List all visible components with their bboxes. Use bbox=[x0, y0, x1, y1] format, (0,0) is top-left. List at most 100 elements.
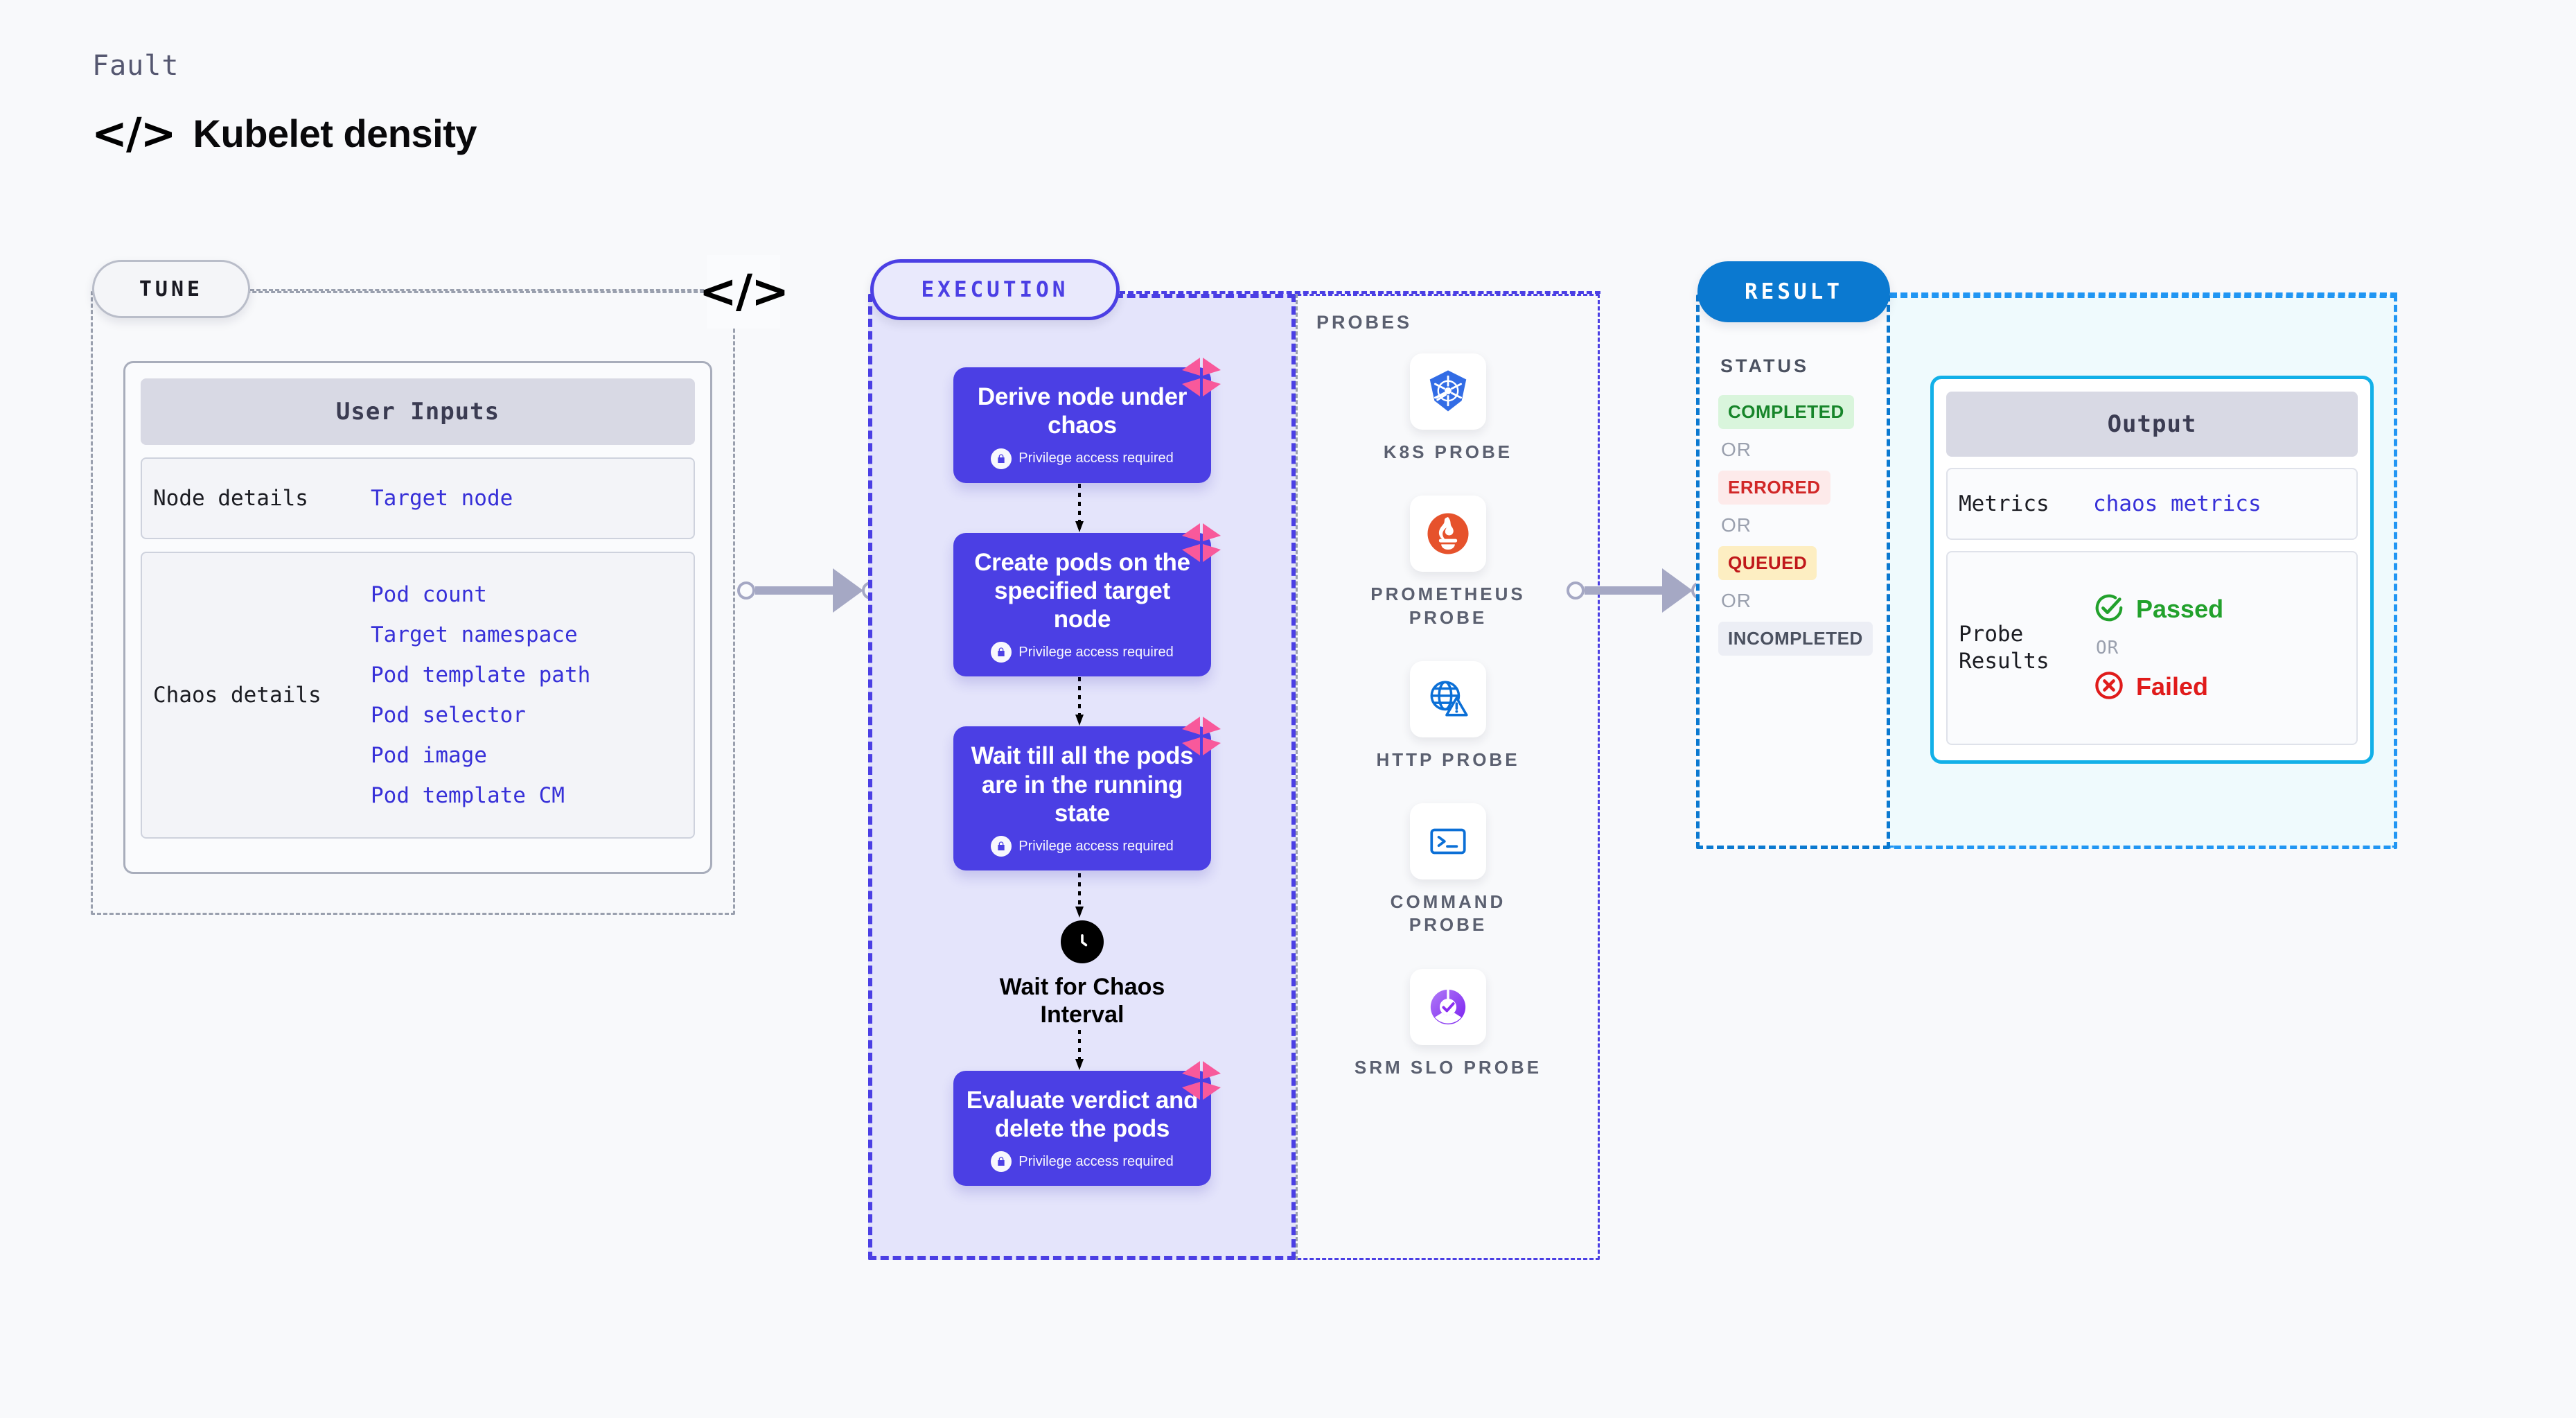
lock-icon bbox=[991, 1151, 1012, 1173]
tune-badge[interactable]: TUNE bbox=[92, 260, 250, 318]
step-box-wait-running[interactable]: Wait till all the pods are in the runnin… bbox=[953, 726, 1211, 871]
output-probe-results-key: Probe Results bbox=[1959, 622, 2049, 674]
x-circle-icon bbox=[2093, 669, 2125, 704]
probe-label: PROMETHEUS PROBE bbox=[1370, 584, 1526, 628]
probe-item-command[interactable]: COMMAND PROBE bbox=[1351, 803, 1545, 937]
chaos-details-values: Pod count Target namespace Pod template … bbox=[371, 582, 590, 808]
wait-for-chaos-node: Wait for Chaos Interval bbox=[951, 920, 1214, 1029]
output-probe-results-row: Probe Results Passed OR bbox=[1946, 551, 2358, 745]
status-badge-errored: ERRORED bbox=[1718, 471, 1830, 505]
status-title: STATUS bbox=[1720, 356, 1809, 376]
output-card: Output Metrics chaos metrics Probe Resul… bbox=[1930, 376, 2374, 764]
lock-icon bbox=[991, 448, 1012, 469]
step-box-create-pods[interactable]: Create pods on the specified target node… bbox=[953, 532, 1211, 677]
code-icon: </> bbox=[91, 107, 177, 159]
verdict-failed: Failed bbox=[2093, 669, 2208, 704]
user-inputs-title: User Inputs bbox=[141, 378, 695, 445]
verdict-or-label: OR bbox=[2096, 638, 2119, 658]
code-icon-separator: </> bbox=[698, 265, 790, 318]
result-badge[interactable]: RESULT bbox=[1697, 261, 1890, 322]
verdict-passed-label: Passed bbox=[2136, 595, 2224, 623]
connector-start-dot bbox=[737, 581, 755, 599]
tune-value-pod-template-path[interactable]: Pod template path bbox=[371, 663, 591, 688]
step-privilege-note: Privilege access required bbox=[966, 1151, 1199, 1173]
connector-bar bbox=[755, 586, 833, 595]
chaos-badge-icon bbox=[1179, 355, 1224, 399]
srm-slo-icon bbox=[1410, 968, 1486, 1045]
kubernetes-icon bbox=[1410, 353, 1486, 430]
status-or-label: OR bbox=[1721, 590, 1752, 611]
execution-badge[interactable]: EXECUTION bbox=[870, 259, 1120, 320]
tune-value-target-namespace[interactable]: Target namespace bbox=[371, 622, 578, 647]
step-connector-arrow bbox=[951, 676, 1208, 726]
execution-leader-line bbox=[1120, 291, 1600, 294]
clock-icon bbox=[1061, 920, 1104, 964]
chaos-badge-icon bbox=[1179, 1058, 1224, 1103]
check-circle-icon bbox=[2093, 592, 2125, 627]
step-label: Derive node under chaos bbox=[977, 383, 1188, 439]
probes-list: K8S PROBE PROMETHEUS PROBE bbox=[1297, 353, 1599, 1079]
tune-value-pod-selector[interactable]: Pod selector bbox=[371, 703, 526, 728]
probe-label: COMMAND PROBE bbox=[1390, 891, 1506, 936]
terminal-icon bbox=[1410, 803, 1486, 880]
chaos-details-row: Chaos details Pod count Target namespace… bbox=[141, 552, 695, 839]
execution-step[interactable]: Create pods on the specified target node… bbox=[953, 523, 1221, 677]
wait-for-chaos-label: Wait for Chaos Interval bbox=[999, 974, 1165, 1029]
step-connector-arrow bbox=[951, 870, 1208, 920]
execution-step[interactable]: Derive node under chaos Privilege access… bbox=[953, 358, 1221, 483]
step-privilege-note: Privilege access required bbox=[966, 836, 1199, 857]
connector-tune-to-execution bbox=[737, 568, 880, 613]
step-connector-arrow bbox=[951, 483, 1208, 533]
step-privilege-text: Privilege access required bbox=[1018, 1153, 1174, 1169]
probe-item-srm-slo[interactable]: SRM SLO PROBE bbox=[1351, 968, 1545, 1079]
lock-icon bbox=[991, 642, 1012, 663]
page-eyebrow: Fault bbox=[92, 50, 179, 82]
page-title: Kubelet density bbox=[193, 112, 477, 155]
connector-bar bbox=[1585, 586, 1662, 595]
tune-value-target-node[interactable]: Target node bbox=[371, 486, 513, 511]
probe-item-prometheus[interactable]: PROMETHEUS PROBE bbox=[1351, 496, 1545, 629]
tune-value-pod-count[interactable]: Pod count bbox=[371, 582, 487, 607]
node-details-values: Target node bbox=[371, 486, 513, 511]
step-privilege-note: Privilege access required bbox=[966, 642, 1199, 663]
prometheus-icon bbox=[1410, 496, 1486, 572]
step-box-derive-node[interactable]: Derive node under chaos Privilege access… bbox=[953, 367, 1211, 483]
tune-value-pod-image[interactable]: Pod image bbox=[371, 743, 487, 768]
step-privilege-note: Privilege access required bbox=[966, 448, 1199, 469]
execution-step[interactable]: Evaluate verdict and delete the pods Pri… bbox=[953, 1060, 1221, 1187]
execution-step[interactable]: Wait till all the pods are in the runnin… bbox=[953, 717, 1221, 871]
probe-item-http[interactable]: HTTP PROBE bbox=[1351, 660, 1545, 771]
probe-item-k8s[interactable]: K8S PROBE bbox=[1351, 353, 1545, 464]
status-badge-incompleted: INCOMPLETED bbox=[1718, 622, 1873, 656]
node-details-row: Node details Target node bbox=[141, 457, 695, 539]
status-or-label: OR bbox=[1721, 439, 1752, 460]
output-metrics-row: Metrics chaos metrics bbox=[1946, 468, 2358, 540]
globe-alert-icon bbox=[1410, 660, 1486, 737]
tune-leader-line bbox=[250, 289, 735, 291]
status-or-label: OR bbox=[1721, 514, 1752, 536]
verdict-passed: Passed bbox=[2093, 592, 2223, 627]
lock-icon bbox=[991, 836, 1012, 857]
connector-arrowhead bbox=[1662, 568, 1693, 613]
connector-start-dot bbox=[1567, 581, 1585, 599]
execution-steps: Derive node under chaos Privilege access… bbox=[951, 358, 1221, 1187]
code-separator: </> bbox=[699, 255, 789, 329]
probe-label: K8S PROBE bbox=[1383, 441, 1513, 462]
probes-title: PROBES bbox=[1316, 312, 1413, 333]
output-verdicts: Passed OR Failed bbox=[2093, 592, 2223, 704]
step-label: Evaluate verdict and delete the pods bbox=[966, 1086, 1199, 1142]
node-details-key: Node details bbox=[153, 486, 308, 511]
step-privilege-text: Privilege access required bbox=[1018, 450, 1174, 466]
step-label: Wait till all the pods are in the runnin… bbox=[971, 742, 1194, 828]
tune-value-pod-template-cm[interactable]: Pod template CM bbox=[371, 783, 565, 808]
chaos-details-key: Chaos details bbox=[153, 683, 321, 708]
page-title-row: </> Kubelet density bbox=[91, 111, 477, 156]
probe-label: SRM SLO PROBE bbox=[1354, 1056, 1542, 1078]
step-privilege-text: Privilege access required bbox=[1018, 838, 1174, 854]
step-box-evaluate-verdict[interactable]: Evaluate verdict and delete the pods Pri… bbox=[953, 1070, 1211, 1187]
output-metrics-value[interactable]: chaos metrics bbox=[2093, 491, 2261, 516]
connector-execution-to-result bbox=[1567, 568, 1709, 613]
output-title: Output bbox=[1946, 392, 2358, 457]
tune-panel bbox=[91, 291, 735, 915]
